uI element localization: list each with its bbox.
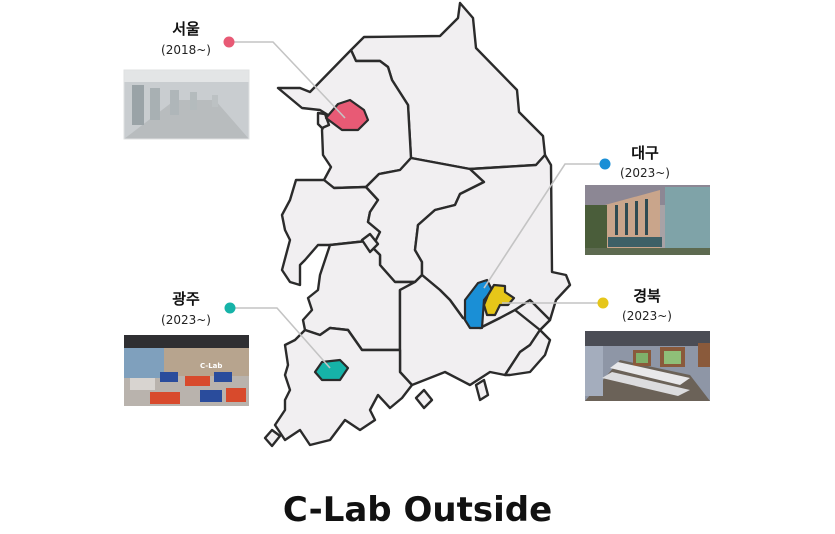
seoul-name: 서울: [172, 20, 200, 38]
gwangju-year: (2023~): [161, 313, 211, 327]
office-corridor-photo: [123, 69, 250, 140]
daegu-leader-line: [483, 163, 605, 289]
svg-text:C-Lab: C-Lab: [200, 362, 222, 370]
daegu-marker-dot: [599, 158, 611, 170]
region-busan: [503, 328, 552, 377]
gwangju-marker-dot: [224, 302, 236, 314]
seoul-area: [324, 98, 370, 132]
classroom-interior-photo: [585, 331, 710, 401]
seoul-year: (2018~): [161, 43, 211, 57]
building-exterior-photo: [585, 185, 710, 255]
gyeongbuk-area: [482, 283, 516, 317]
seoul-leader-line: [229, 41, 346, 119]
region-jeonnam: [273, 326, 414, 447]
gyeongbuk-year: (2023~): [622, 309, 672, 323]
gwangju-leader-line: [230, 307, 331, 369]
region-incheon-island: [316, 111, 331, 130]
daegu-year: (2023~): [620, 166, 670, 180]
seoul-marker-dot: [223, 36, 235, 48]
daegu-name: 대구: [631, 144, 659, 162]
gyeongbuk-name: 경북: [633, 287, 661, 305]
lounge-interior-photo: C-Lab: [124, 335, 249, 406]
page-title: C-Lab Outside: [282, 490, 553, 530]
island-4: [360, 232, 380, 254]
island-3: [474, 378, 490, 402]
island-1: [263, 428, 282, 448]
daegu-area: [463, 278, 494, 330]
gwangju-area: [313, 358, 350, 382]
island-2: [414, 388, 434, 410]
gyeongbuk-marker-dot: [597, 297, 609, 309]
gwangju-name: 광주: [172, 290, 200, 308]
